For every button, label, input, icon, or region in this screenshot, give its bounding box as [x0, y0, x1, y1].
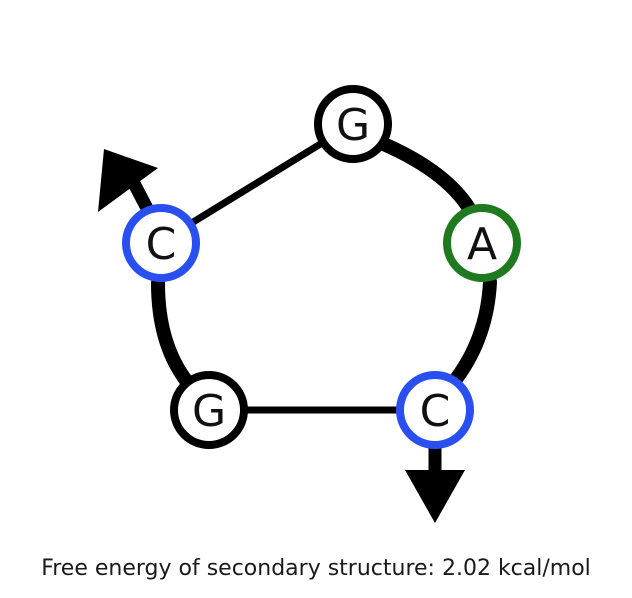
free-energy-value: 2.02 kcal/mol [441, 556, 591, 581]
svg-text:G: G [192, 386, 226, 437]
nucleotide-g-bottom-left: G [170, 371, 248, 449]
svg-text:G: G [336, 100, 370, 151]
svg-text:C: C [146, 219, 177, 270]
svg-text:C: C [420, 386, 451, 437]
svg-text:A: A [467, 219, 497, 270]
free-energy-label: Free energy of secondary structure: [41, 556, 435, 581]
backbone-g-a [372, 135, 480, 222]
nucleotide-g-top: G [314, 85, 392, 163]
nucleotide-c-bottom-right: C [396, 371, 474, 449]
nucleotide-a-right: A [443, 204, 521, 282]
nucleotide-c-upper-left: C [122, 204, 200, 282]
five-prime-arrow [98, 149, 158, 216]
free-energy-caption: Free energy of secondary structure: 2.02… [0, 556, 632, 581]
backbone-c-g [151, 276, 195, 390]
three-prime-arrow [405, 448, 465, 523]
backbone-a-c [446, 275, 497, 390]
pair-line-c-g-top [188, 140, 324, 227]
